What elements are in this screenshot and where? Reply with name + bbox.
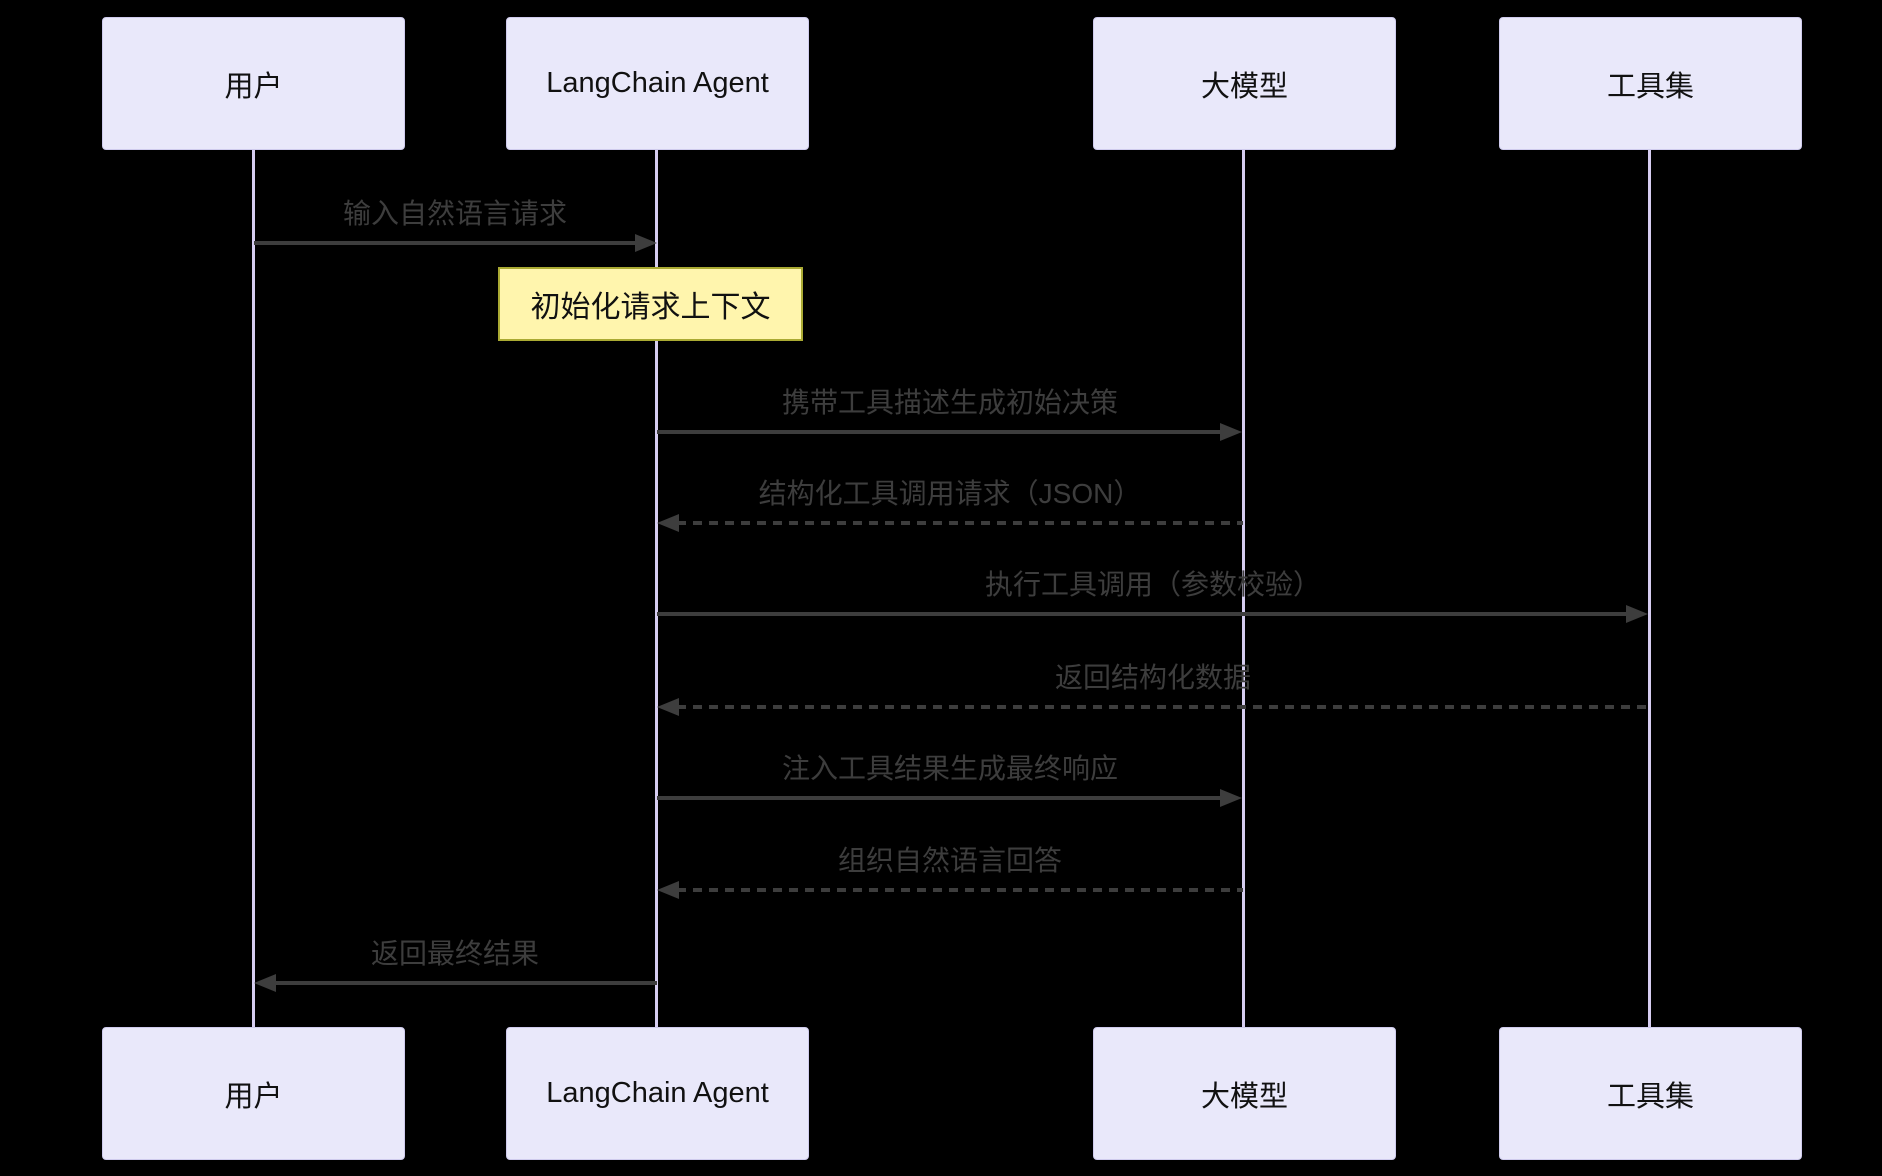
message-1-line	[254, 241, 635, 245]
actor-label: LangChain Agent	[546, 67, 769, 99]
lifeline-toolset	[1648, 150, 1651, 1028]
message-7-line	[677, 888, 1243, 892]
actor-label: 用户	[224, 1080, 283, 1113]
message-4-label: 执行工具调用（参数校验）	[984, 569, 1322, 600]
message-4-line	[657, 612, 1628, 616]
message-8-line	[274, 981, 657, 985]
message-6-arrowhead-icon	[1220, 789, 1242, 807]
lifeline-llm	[1242, 150, 1245, 1028]
message-3-line	[677, 521, 1243, 525]
message-7-arrowhead-icon	[657, 881, 679, 899]
message-2-label: 携带工具描述生成初始决策	[781, 387, 1119, 418]
message-2-arrowhead-icon	[1220, 423, 1242, 441]
message-2-line	[657, 430, 1222, 434]
message-4-arrowhead-icon	[1626, 605, 1648, 623]
actor-bottom-langchain-agent: LangChain Agent	[506, 1027, 809, 1160]
actor-label: 大模型	[1200, 70, 1288, 103]
actor-bottom-user: 用户	[102, 1027, 405, 1160]
message-1-label: 输入自然语言请求	[342, 198, 568, 229]
lifeline-user	[252, 150, 255, 1028]
message-3-label: 结构化工具调用请求（JSON）	[758, 478, 1142, 509]
message-6-label: 注入工具结果生成最终响应	[781, 753, 1119, 784]
actor-label: 工具集	[1606, 1080, 1694, 1113]
note-text: 初始化请求上下文	[530, 291, 771, 324]
message-5-arrowhead-icon	[657, 698, 679, 716]
message-8-arrowhead-icon	[254, 974, 276, 992]
message-5-label: 返回结构化数据	[1054, 662, 1252, 693]
actor-top-toolset: 工具集	[1499, 17, 1802, 150]
actor-top-user: 用户	[102, 17, 405, 150]
message-5-line	[677, 705, 1649, 709]
message-1-arrowhead-icon	[635, 234, 657, 252]
actor-bottom-toolset: 工具集	[1499, 1027, 1802, 1160]
message-7-label: 组织自然语言回答	[837, 845, 1063, 876]
message-3-arrowhead-icon	[657, 514, 679, 532]
actor-label: 用户	[224, 70, 283, 103]
message-8-label: 返回最终结果	[370, 938, 540, 969]
lifeline-langchain-agent	[655, 150, 658, 1028]
actor-top-langchain-agent: LangChain Agent	[506, 17, 809, 150]
actor-bottom-llm: 大模型	[1093, 1027, 1396, 1160]
actor-label: LangChain Agent	[546, 1077, 769, 1109]
note-box: 初始化请求上下文	[498, 267, 803, 341]
message-6-line	[657, 796, 1222, 800]
actor-label: 大模型	[1200, 1080, 1288, 1113]
actor-top-llm: 大模型	[1093, 17, 1396, 150]
actor-label: 工具集	[1606, 70, 1694, 103]
